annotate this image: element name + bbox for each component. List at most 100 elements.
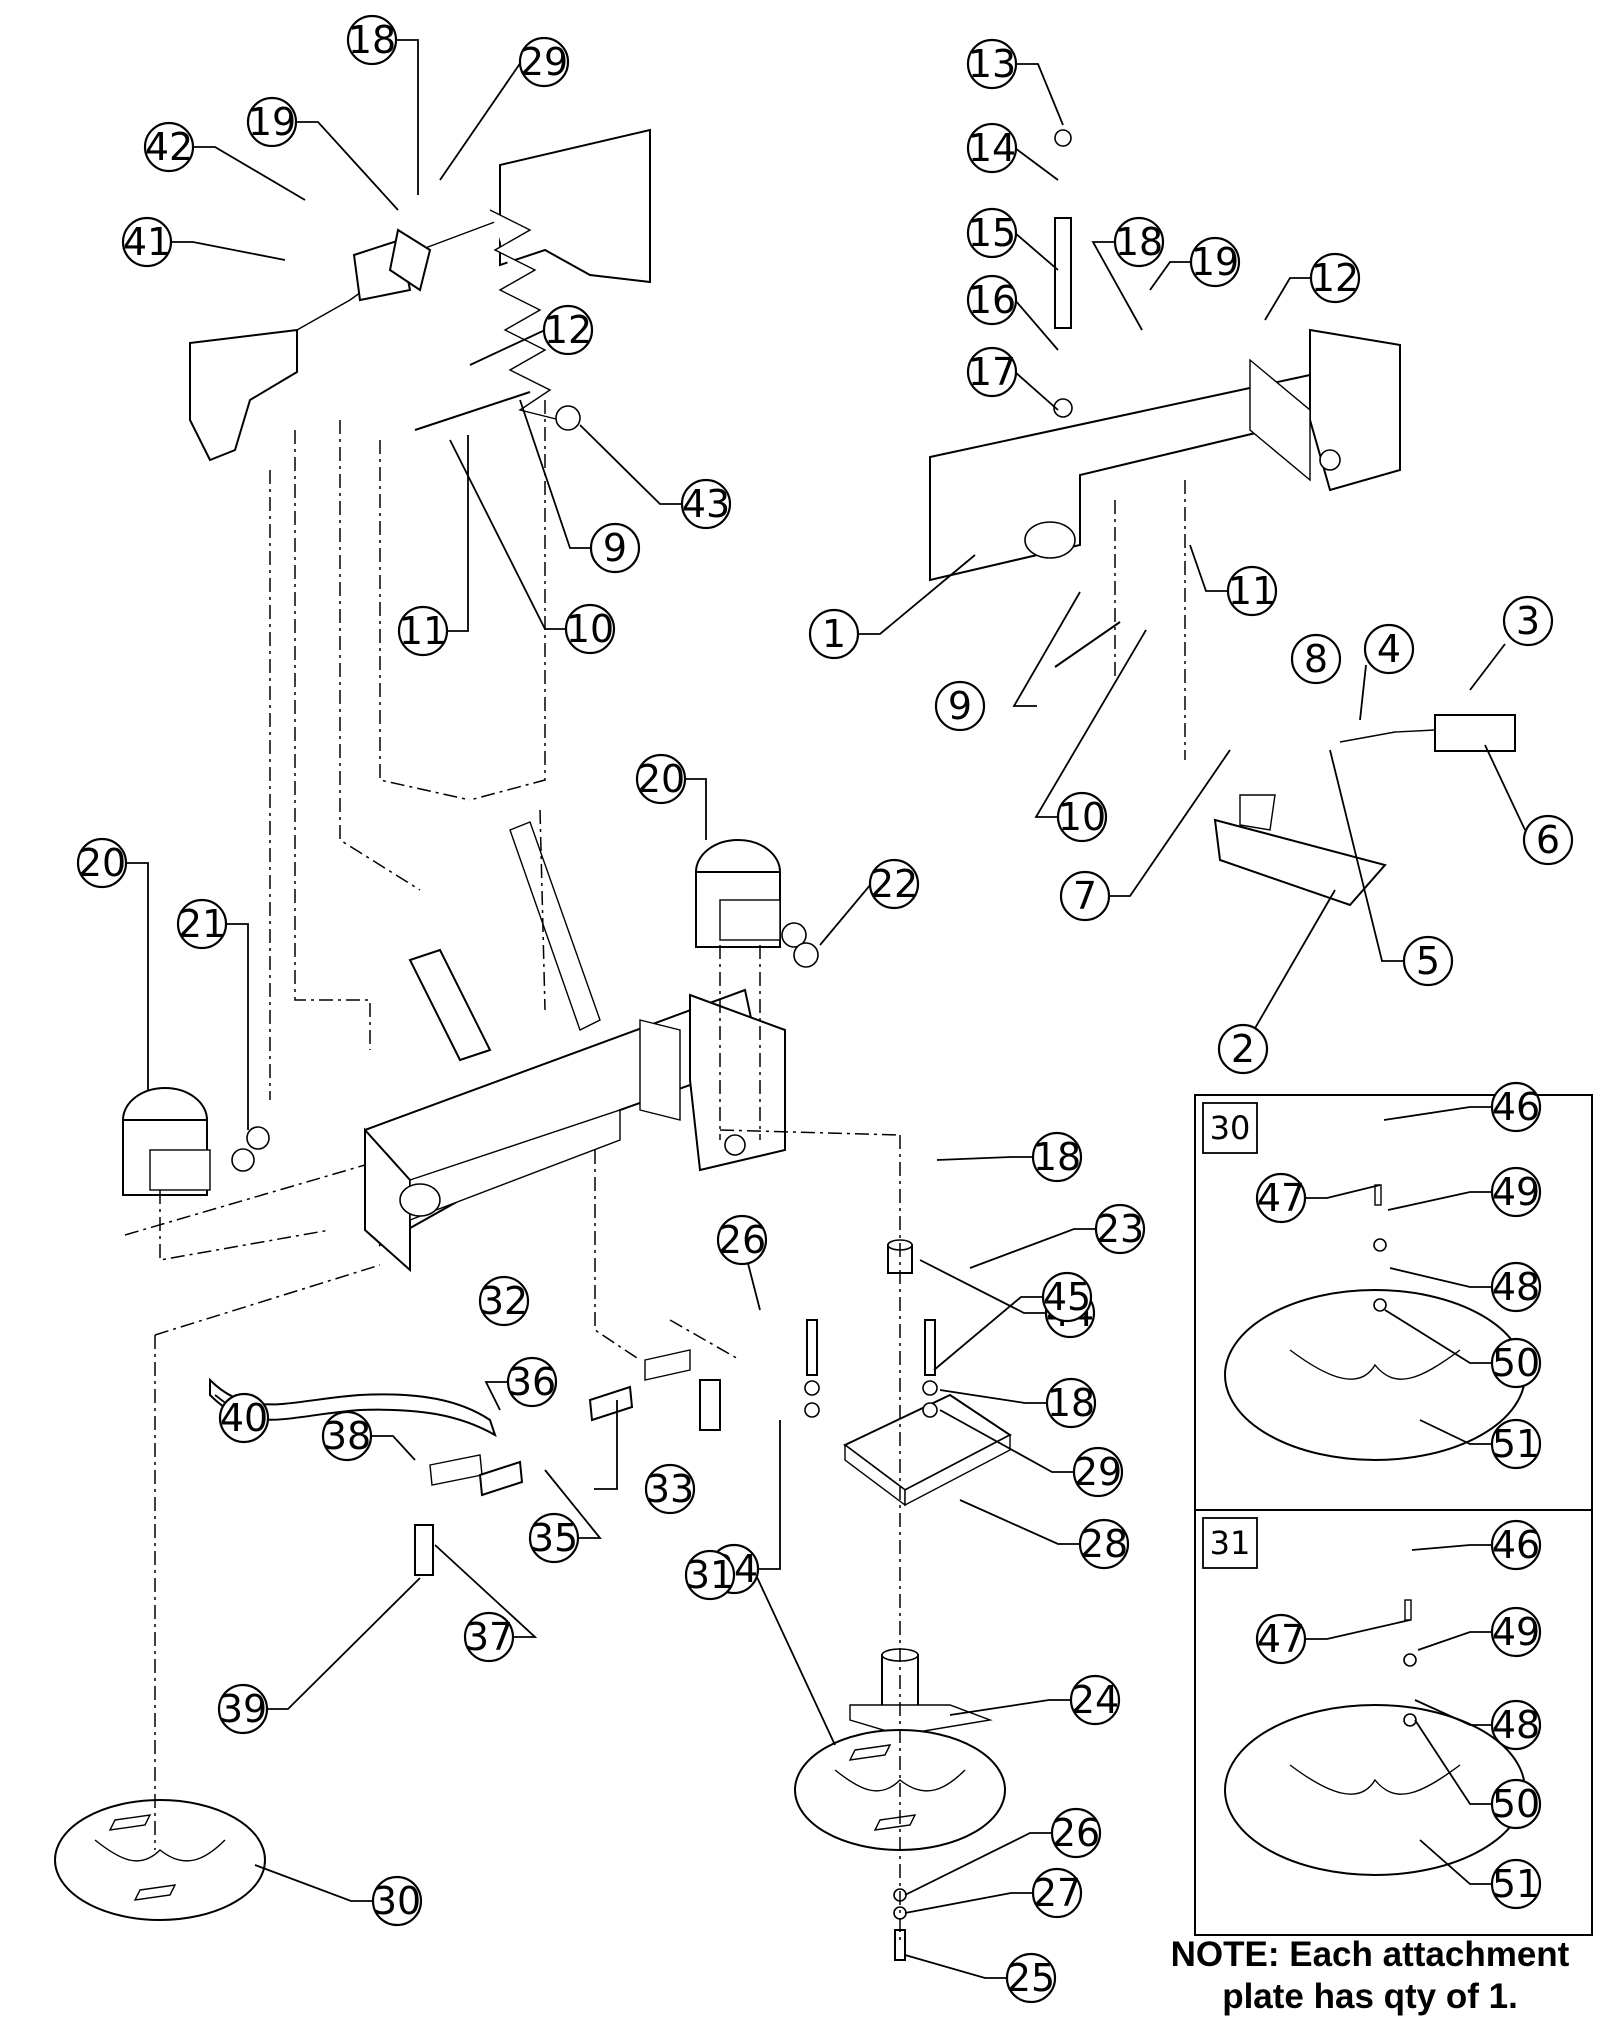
callout-13: 13 <box>966 38 1018 90</box>
callout-50: 50 <box>1490 1778 1542 1830</box>
svg-text:51: 51 <box>1492 1862 1540 1906</box>
callout-42: 42 <box>143 121 195 173</box>
svg-text:12: 12 <box>544 308 592 352</box>
svg-text:31: 31 <box>1210 1524 1251 1562</box>
svg-text:46: 46 <box>1492 1085 1540 1129</box>
svg-text:40: 40 <box>220 1396 268 1440</box>
callout-22: 22 <box>868 858 920 910</box>
spring <box>489 209 581 431</box>
callout-51: 51 <box>1490 1858 1542 1910</box>
svg-text:36: 36 <box>508 1360 556 1404</box>
callout-45: 45 <box>1041 1271 1093 1323</box>
assembly-lines <box>124 400 1186 1940</box>
callout-50: 50 <box>1490 1337 1542 1389</box>
detail-plate-30 <box>1224 1184 1526 1461</box>
svg-text:29: 29 <box>520 40 568 84</box>
note-line-1: NOTE: Each attachment <box>1170 1935 1570 1974</box>
svg-text:30: 30 <box>373 1879 421 1923</box>
cylinder-mid <box>408 821 601 1062</box>
callout-48: 48 <box>1490 1699 1542 1751</box>
svg-text:9: 9 <box>603 526 627 570</box>
callout-47: 47 <box>1255 1172 1307 1224</box>
detail-box-31-label: 31 <box>1202 1517 1258 1569</box>
svg-text:8: 8 <box>1304 637 1328 681</box>
callout-18: 18 <box>346 14 398 66</box>
rod-15 <box>1053 129 1073 418</box>
callout-29: 29 <box>1072 1446 1124 1498</box>
svg-text:21: 21 <box>178 902 226 946</box>
callout-9: 9 <box>934 680 986 732</box>
callout-27: 27 <box>1031 1867 1083 1919</box>
svg-text:26: 26 <box>718 1218 766 1262</box>
actuator-3 <box>1339 714 1516 752</box>
svg-text:5: 5 <box>1416 939 1440 983</box>
callout-18: 18 <box>1045 1377 1097 1429</box>
callout-40: 40 <box>218 1392 270 1444</box>
callout-31: 31 <box>684 1549 736 1601</box>
svg-text:11: 11 <box>399 609 447 653</box>
callout-11: 11 <box>397 605 449 657</box>
callout-12: 12 <box>1309 252 1361 304</box>
svg-text:32: 32 <box>480 1279 528 1323</box>
svg-text:26: 26 <box>1052 1811 1100 1855</box>
frame-1 <box>929 328 1401 582</box>
callout-20: 20 <box>635 753 687 805</box>
svg-text:24: 24 <box>1071 1678 1119 1722</box>
svg-text:38: 38 <box>323 1414 371 1458</box>
upper-cover-bracket <box>189 128 651 462</box>
callout-19: 19 <box>1189 236 1241 288</box>
detail-box-30-label: 30 <box>1202 1102 1258 1154</box>
note-line-2: plate has qty of 1. <box>1222 1977 1518 2016</box>
callout-29: 29 <box>518 36 570 88</box>
callout-19: 19 <box>246 96 298 148</box>
coupling-28 <box>843 1393 1012 1507</box>
callout-1: 1 <box>808 608 860 660</box>
svg-text:1: 1 <box>822 612 846 656</box>
svg-text:11: 11 <box>1228 569 1276 613</box>
svg-text:3: 3 <box>1516 599 1540 643</box>
callout-15: 15 <box>966 207 1018 259</box>
callout-20: 20 <box>76 837 128 889</box>
svg-text:46: 46 <box>1492 1523 1540 1567</box>
main-frame <box>363 988 786 1273</box>
svg-text:20: 20 <box>637 757 685 801</box>
callout-41: 41 <box>121 216 173 268</box>
svg-text:25: 25 <box>1007 1956 1055 2000</box>
svg-text:10: 10 <box>566 607 614 651</box>
svg-text:41: 41 <box>123 220 171 264</box>
callout-5: 5 <box>1402 935 1454 987</box>
svg-text:33: 33 <box>646 1467 694 1511</box>
plate-30 <box>54 1799 266 1921</box>
callout-39: 39 <box>217 1683 269 1735</box>
svg-text:51: 51 <box>1492 1422 1540 1466</box>
svg-text:12: 12 <box>1311 256 1359 300</box>
callout-17: 17 <box>966 346 1018 398</box>
callout-2: 2 <box>1217 1023 1269 1075</box>
svg-text:27: 27 <box>1033 1871 1081 1915</box>
svg-text:22: 22 <box>870 862 918 906</box>
svg-text:4: 4 <box>1377 627 1401 671</box>
callout-8: 8 <box>1290 633 1342 685</box>
callout-21: 21 <box>176 898 228 950</box>
callout-47: 47 <box>1255 1613 1307 1665</box>
callout-16: 16 <box>966 274 1018 326</box>
leader-lines <box>125 39 1526 1979</box>
svg-text:18: 18 <box>1033 1135 1081 1179</box>
callout-26: 26 <box>1050 1807 1102 1859</box>
pin-9-upper <box>414 391 531 431</box>
callout-11: 11 <box>1226 565 1278 617</box>
svg-text:35: 35 <box>530 1516 578 1560</box>
callout-18: 18 <box>1031 1131 1083 1183</box>
svg-text:39: 39 <box>219 1687 267 1731</box>
detail-box-frame <box>1194 1094 1593 1936</box>
svg-text:16: 16 <box>968 278 1016 322</box>
attachment-plate-note: NOTE: Each attachment plate has qty of 1… <box>1148 1934 1592 2018</box>
callout-25: 25 <box>1005 1952 1057 2004</box>
callout-6: 6 <box>1522 814 1574 866</box>
svg-text:20: 20 <box>78 841 126 885</box>
svg-text:13: 13 <box>968 42 1016 86</box>
svg-text:48: 48 <box>1492 1703 1540 1747</box>
svg-text:48: 48 <box>1492 1265 1540 1309</box>
svg-text:28: 28 <box>1080 1522 1128 1566</box>
